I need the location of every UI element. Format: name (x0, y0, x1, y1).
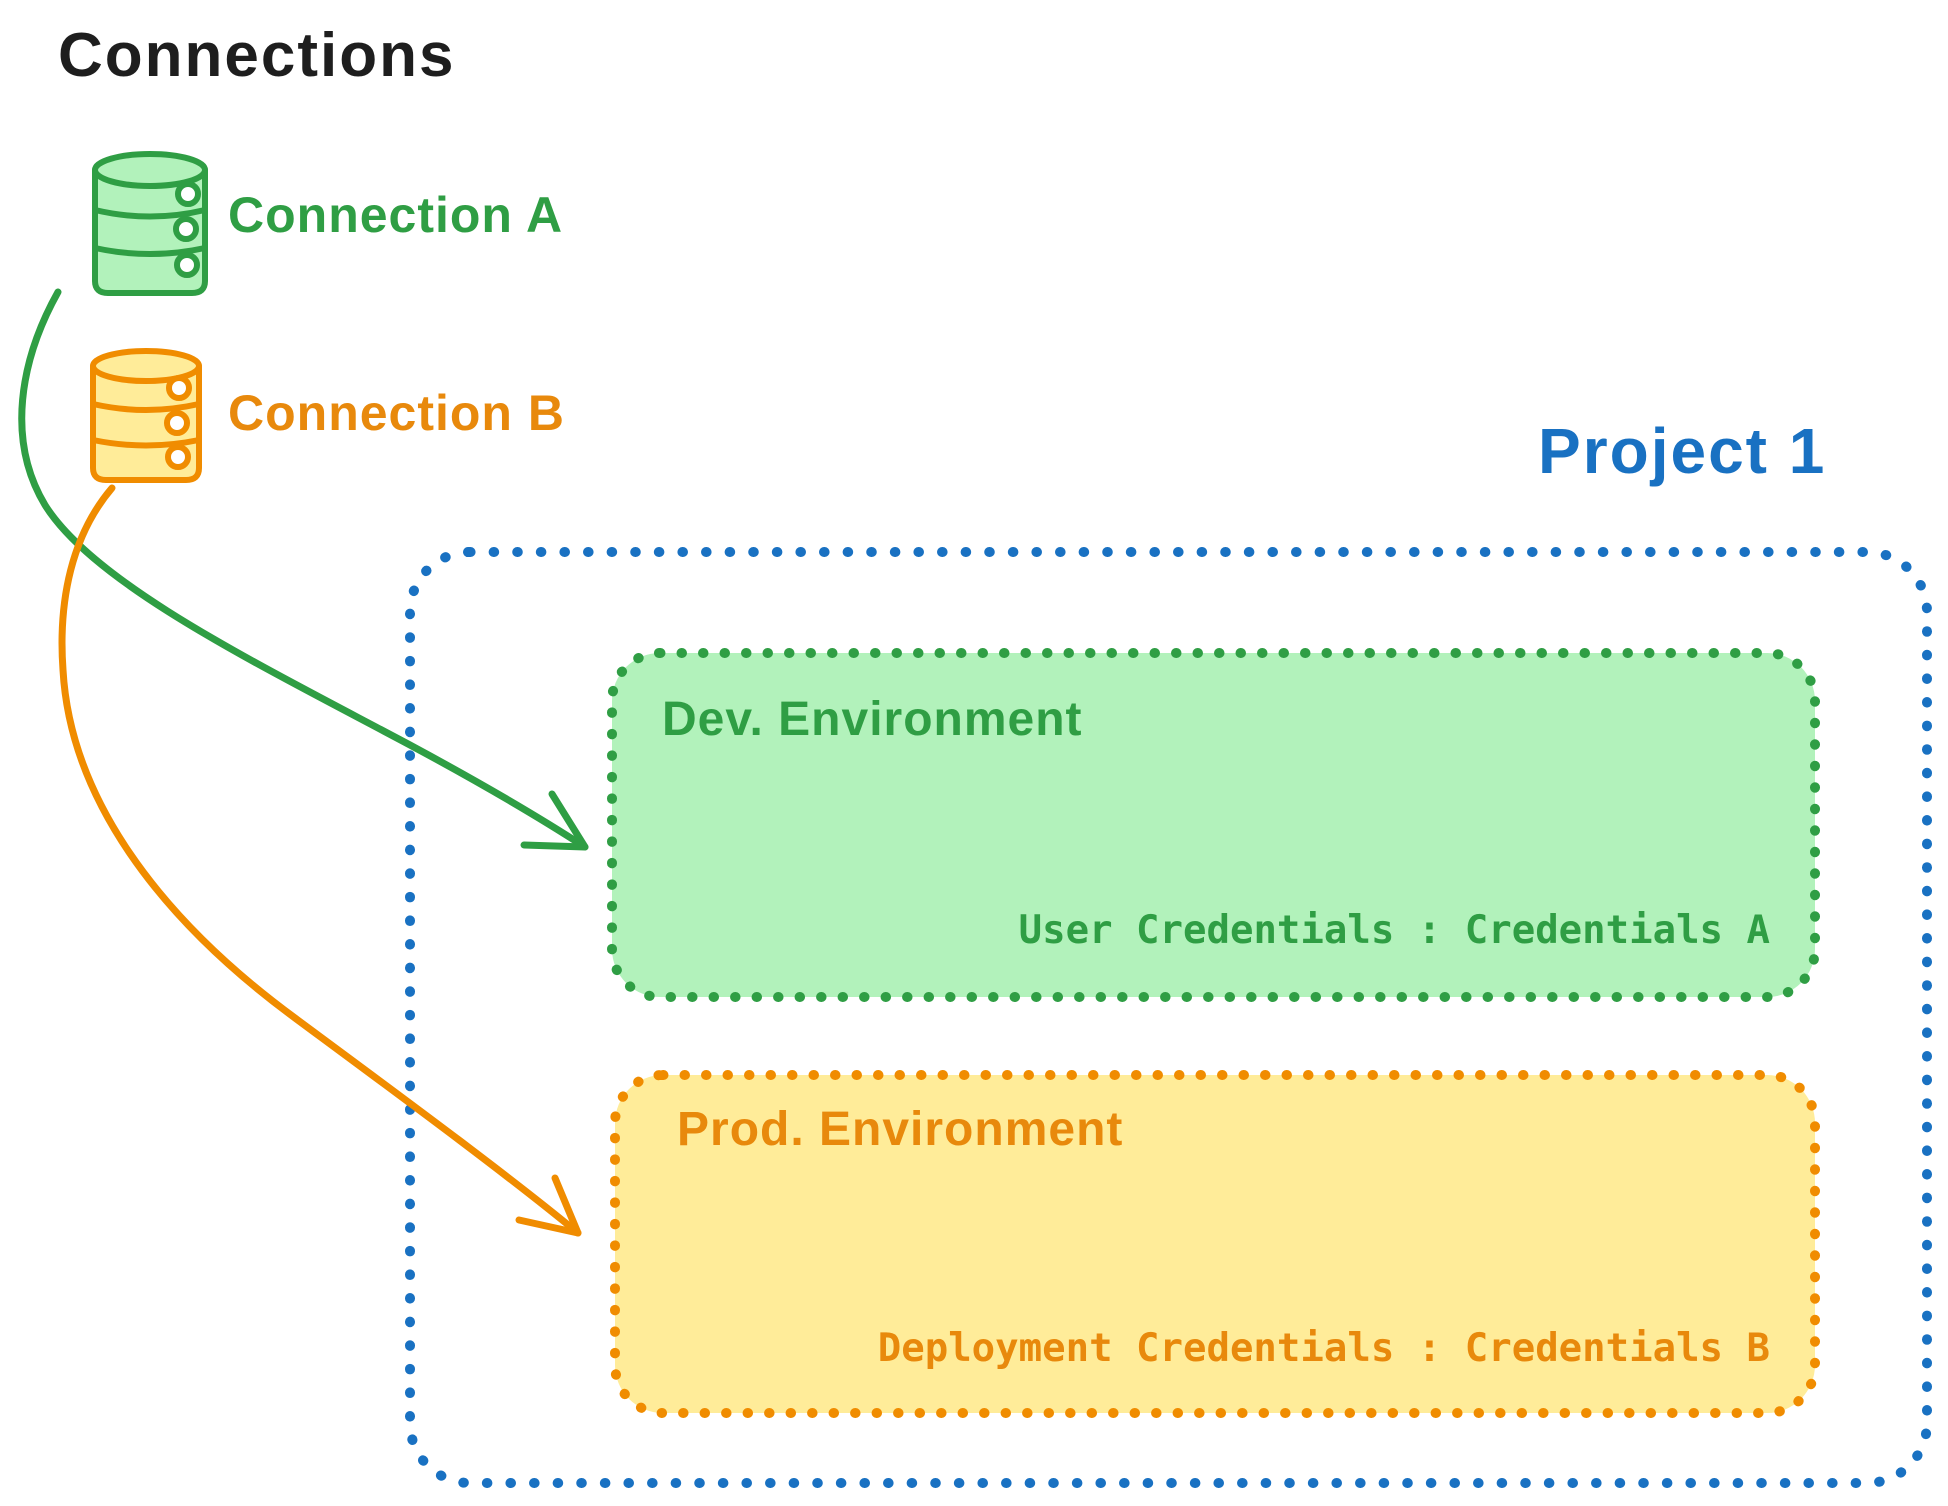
database-icon (90, 348, 202, 483)
arrow-connection-b-to-prod (58, 484, 582, 1237)
arrow-connection-a-to-dev (18, 288, 589, 851)
project-container-box (405, 547, 1932, 1488)
connection-b-label: Connection B (228, 385, 565, 441)
project-title: Project 1 (1538, 415, 1827, 487)
database-icon (92, 151, 208, 296)
arrowhead-icon (520, 790, 589, 851)
dev-environment-box (607, 648, 1820, 1002)
page-title: Connections (58, 21, 456, 90)
connection-a-label: Connection A (228, 187, 564, 243)
prod-environment-credentials: Deployment Credentials : Credentials B (877, 1326, 1770, 1371)
prod-environment-title: Prod. Environment (677, 1103, 1124, 1156)
dev-environment-title: Dev. Environment (662, 693, 1083, 746)
arrowhead-icon (515, 1174, 582, 1237)
prod-environment-box (610, 1070, 1820, 1418)
dev-environment-credentials: User Credentials : Credentials A (1018, 908, 1770, 953)
